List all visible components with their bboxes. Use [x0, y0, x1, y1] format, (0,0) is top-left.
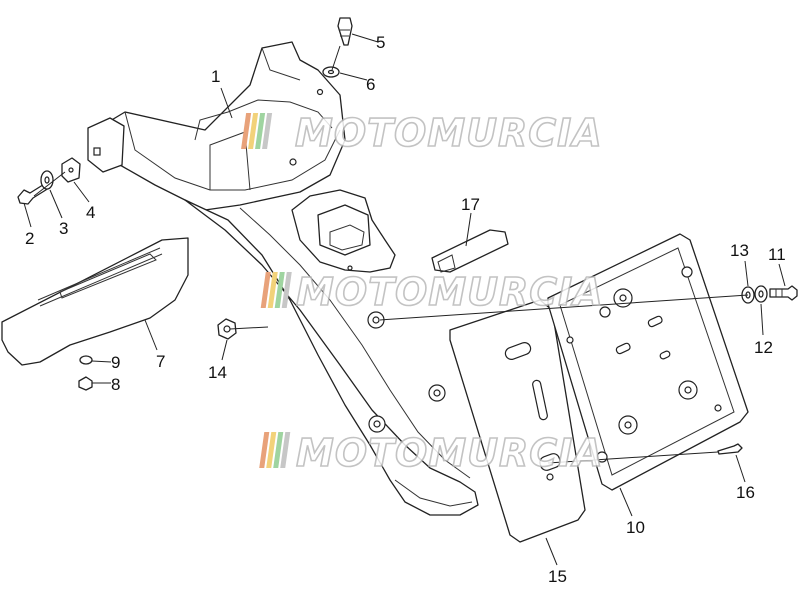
license-bracket-part-15 — [449, 299, 586, 543]
callout-leaders — [23, 33, 786, 566]
reflector-part-17 — [431, 229, 509, 273]
assembly-lines — [33, 45, 749, 464]
callout-numbers: 1 2 3 4 5 6 7 8 9 10 11 12 13 14 15 16 1… — [25, 33, 786, 586]
washer-part-6 — [322, 66, 340, 78]
svg-text:MOTOMURCIA: MOTOMURCIA — [296, 270, 604, 314]
callout-5: 5 — [376, 33, 385, 52]
callout-15: 15 — [548, 567, 567, 586]
callout-2: 2 — [25, 229, 34, 248]
screw-part-8 — [78, 376, 93, 391]
callout-11: 11 — [768, 245, 786, 264]
watermark-top: MOTOMURCIA — [241, 110, 603, 156]
screw-part-16 — [717, 443, 743, 455]
callout-4: 4 — [86, 203, 95, 222]
svg-text:MOTOMURCIA: MOTOMURCIA — [295, 111, 603, 155]
side-panel-part-7 — [1, 237, 189, 366]
callout-12: 12 — [754, 338, 773, 357]
clip-part-4 — [61, 157, 81, 183]
callout-1: 1 — [211, 67, 220, 86]
rear-mudguard-part-1 — [87, 41, 479, 516]
callout-9: 9 — [111, 353, 120, 372]
screw-part-11 — [769, 285, 798, 301]
washer-part-3 — [40, 170, 54, 190]
callout-8: 8 — [111, 375, 120, 394]
callout-7: 7 — [156, 352, 165, 371]
watermark-bottom: MOTOMURCIA — [259, 430, 604, 476]
callout-3: 3 — [59, 219, 68, 238]
washer-part-9 — [79, 355, 93, 365]
washer-part-12 — [754, 285, 768, 303]
callout-13: 13 — [730, 241, 749, 260]
screw-part-5 — [337, 17, 353, 46]
callout-14: 14 — [208, 363, 227, 382]
callout-16: 16 — [736, 483, 755, 502]
svg-text:MOTOMURCIA: MOTOMURCIA — [296, 431, 604, 475]
callout-10: 10 — [626, 518, 645, 537]
watermark-middle: MOTOMURCIA — [260, 269, 604, 315]
callout-17: 17 — [461, 195, 480, 214]
callout-6: 6 — [366, 75, 375, 94]
